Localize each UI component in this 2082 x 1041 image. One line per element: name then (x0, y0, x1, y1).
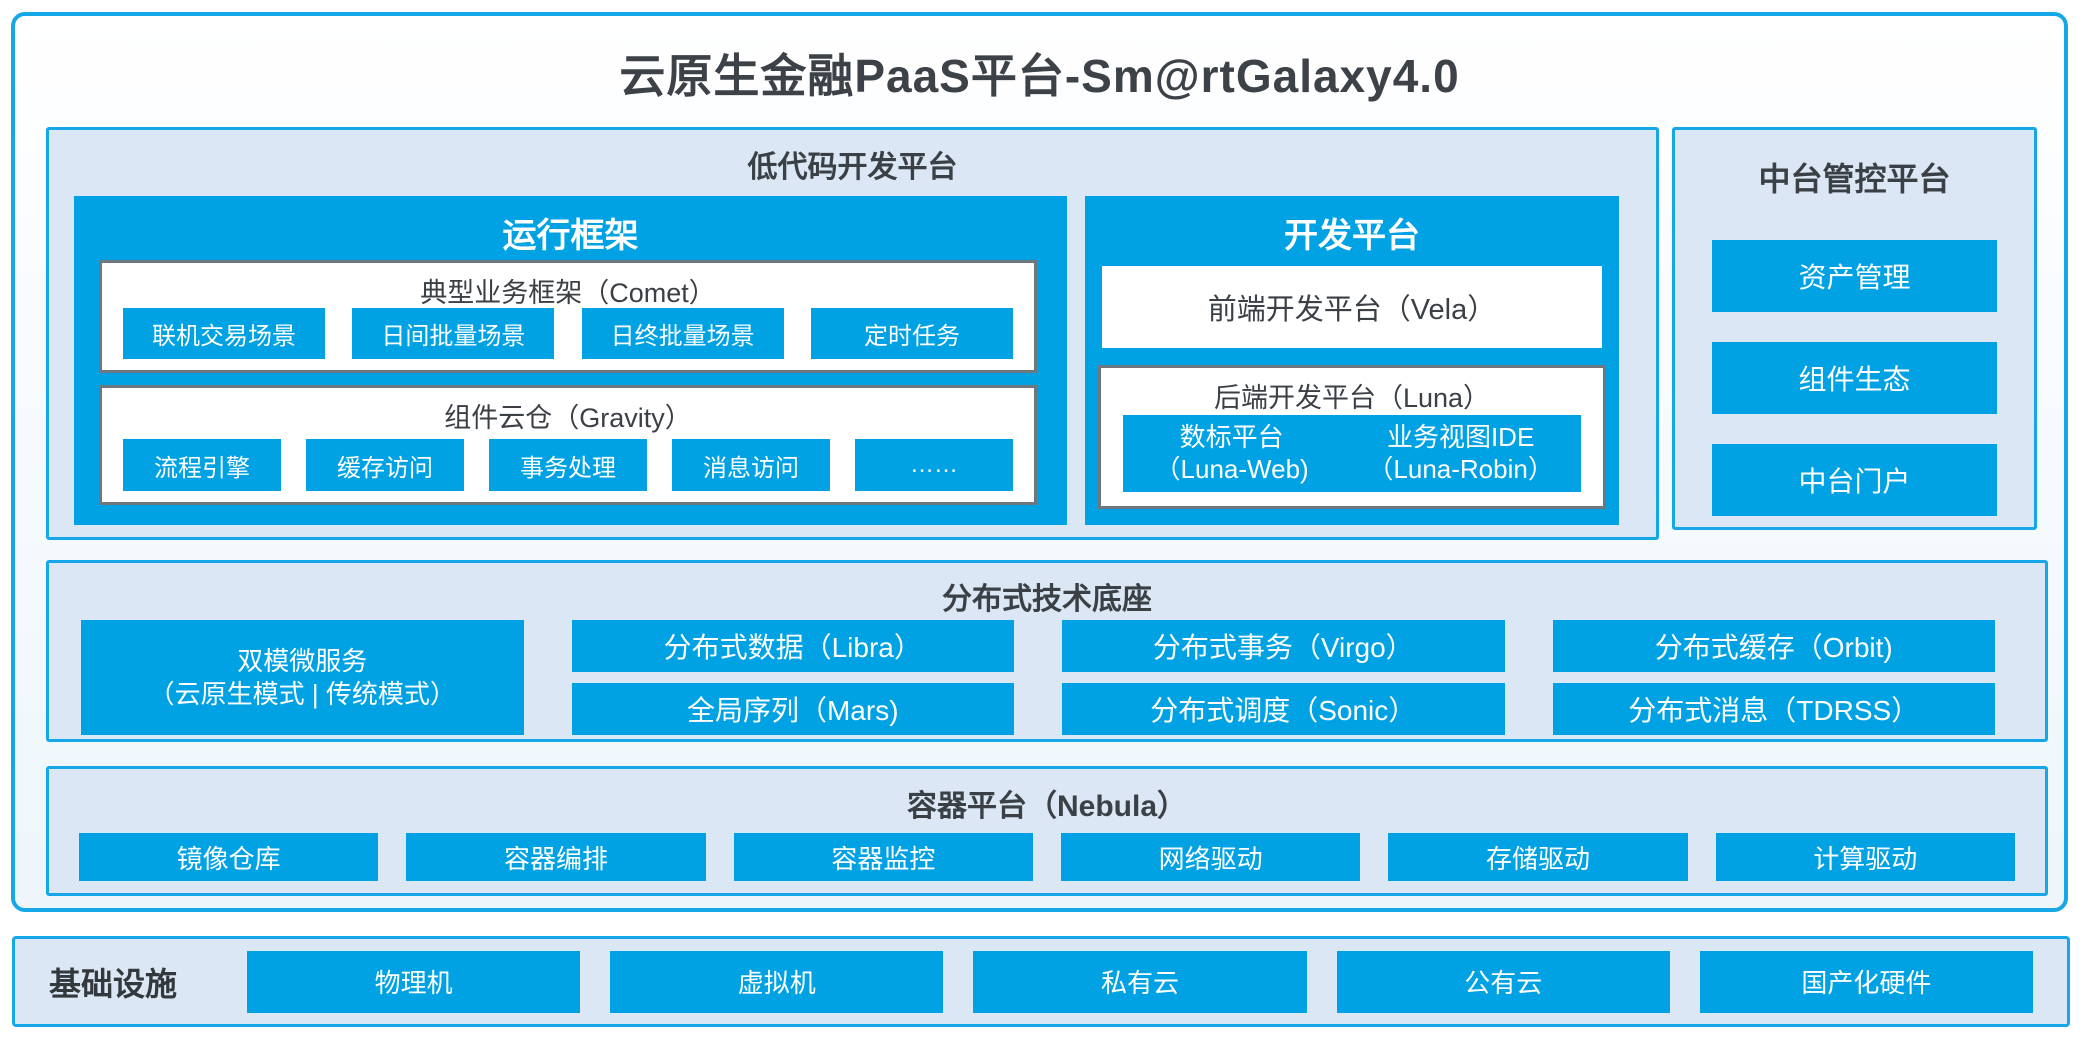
luna-row: 数标平台 （Luna-Web) 业务视图IDE （Luna-Robin） (1123, 415, 1581, 492)
container-platform-row: 镜像仓库 容器编排 容器监控 网络驱动 存储驱动 计算驱动 (79, 833, 2015, 881)
luna-item: 数标平台 （Luna-Web) (1123, 415, 1341, 492)
vela-box: 前端开发平台（Vela） (1102, 266, 1602, 348)
gravity-item: 消息访问 (672, 439, 830, 491)
dual-mode-microservice-block: 双模微服务 （云原生模式 | 传统模式） (81, 620, 524, 735)
gravity-box: 组件云仓（Gravity） 流程引擎 缓存访问 事务处理 消息访问 …… (99, 385, 1037, 505)
runtime-title: 运行框架 (502, 217, 639, 255)
comet-item: 联机交易场景 (123, 308, 325, 359)
distributed-item: 分布式数据（Libra） (571, 620, 1014, 672)
comet-title: 典型业务框架（Comet） (420, 278, 716, 308)
luna-item-name: 数标平台 (1179, 421, 1284, 452)
page-title: 云原生金融PaaS平台-Sm@rtGalaxy4.0 (619, 50, 1460, 102)
comet-item: 日间批量场景 (352, 308, 555, 359)
container-platform-title: 容器平台（Nebula） (906, 790, 1188, 823)
container-platform-item: 容器监控 (733, 833, 1033, 881)
container-platform-item: 网络驱动 (1060, 833, 1361, 881)
distributed-title: 分布式技术底座 (942, 583, 1152, 616)
luna-item-code: （Luna-Web) (1154, 453, 1309, 484)
runtime-panel: 运行框架 典型业务框架（Comet） 联机交易场景 日间批量场景 日终批量场景 … (74, 196, 1067, 525)
dev-title: 开发平台 (1284, 217, 1420, 255)
distributed-item: 分布式缓存（Orbit) (1552, 620, 1995, 672)
infrastructure-bar: 基础设施 物理机 虚拟机 私有云 公有云 国产化硬件 (12, 936, 2070, 1027)
luna-box: 后端开发平台（Luna） 数标平台 （Luna-Web) 业务视图IDE （Lu… (1098, 365, 1606, 509)
dual-mode-line2: （云原生模式 | 传统模式） (148, 678, 456, 709)
luna-title: 后端开发平台（Luna） (1213, 383, 1491, 413)
main-frame: 云原生金融PaaS平台-Sm@rtGalaxy4.0 低代码开发平台 运行框架 … (11, 12, 2068, 912)
midplatform-title: 中台管控平台 (1758, 161, 1951, 197)
container-platform-item: 计算驱动 (1715, 833, 2015, 881)
infrastructure-item: 物理机 (247, 950, 581, 1013)
midplatform-item: 中台门户 (1712, 444, 1997, 516)
container-platform-item: 存储驱动 (1388, 833, 1688, 881)
midplatform-item: 资产管理 (1712, 240, 1997, 312)
comet-row: 联机交易场景 日间批量场景 日终批量场景 定时任务 (123, 308, 1013, 359)
infrastructure-item: 公有云 (1336, 950, 1670, 1013)
comet-item: 定时任务 (810, 308, 1013, 359)
dual-mode-line1: 双模微服务 (237, 646, 368, 676)
distributed-grid: 双模微服务 （云原生模式 | 传统模式） 分布式数据（Libra） 分布式事务（… (81, 620, 1995, 735)
infrastructure-item: 国产化硬件 (1699, 950, 2034, 1013)
gravity-item: 事务处理 (489, 439, 647, 491)
gravity-item-ellipsis: …… (855, 439, 1013, 491)
luna-item: 业务视图IDE （Luna-Robin） (1340, 415, 1581, 492)
gravity-row: 流程引擎 缓存访问 事务处理 消息访问 …… (123, 439, 1013, 491)
midplatform-section: 中台管控平台 资产管理 组件生态 中台门户 (1672, 127, 2037, 530)
distributed-section: 分布式技术底座 双模微服务 （云原生模式 | 传统模式） 分布式数据（Libra… (46, 560, 2048, 742)
infrastructure-item: 私有云 (973, 950, 1307, 1013)
midplatform-list: 资产管理 组件生态 中台门户 (1675, 240, 2034, 516)
dev-panel: 开发平台 前端开发平台（Vela） 后端开发平台（Luna） 数标平台 （Lun… (1085, 196, 1619, 525)
gravity-item: 流程引擎 (123, 439, 281, 491)
luna-item-name: 业务视图IDE (1386, 421, 1535, 452)
distributed-item: 分布式消息（TDRSS） (1552, 683, 1995, 735)
midplatform-item: 组件生态 (1712, 342, 1997, 414)
infrastructure-label: 基础设施 (49, 965, 178, 1002)
distributed-item: 分布式事务（Virgo） (1062, 620, 1505, 672)
gravity-title: 组件云仓（Gravity） (444, 403, 692, 433)
container-platform-section: 容器平台（Nebula） 镜像仓库 容器编排 容器监控 网络驱动 存储驱动 计算… (46, 766, 2048, 896)
distributed-item: 分布式调度（Sonic） (1062, 683, 1505, 735)
gravity-item: 缓存访问 (306, 439, 464, 491)
comet-box: 典型业务框架（Comet） 联机交易场景 日间批量场景 日终批量场景 定时任务 (99, 260, 1037, 373)
luna-item-code: （Luna-Robin） (1367, 453, 1554, 484)
container-platform-item: 容器编排 (406, 833, 706, 881)
lowcode-section: 低代码开发平台 运行框架 典型业务框架（Comet） 联机交易场景 日间批量场景… (46, 127, 1659, 540)
comet-item: 日终批量场景 (581, 308, 784, 359)
container-platform-item: 镜像仓库 (79, 833, 379, 881)
distributed-item: 全局序列（Mars) (571, 683, 1014, 735)
lowcode-title: 低代码开发平台 (747, 151, 958, 184)
infrastructure-item: 虚拟机 (610, 950, 944, 1013)
